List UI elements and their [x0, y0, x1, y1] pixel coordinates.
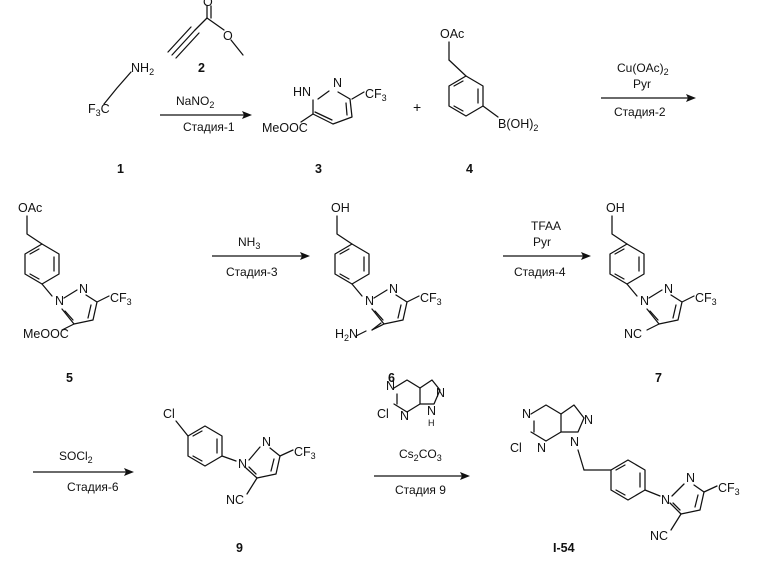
compound-7-structure: OH N N CF3 NC: [606, 201, 717, 341]
n2-label-5: N: [79, 282, 88, 296]
plus-sign: +: [413, 99, 421, 115]
step3-reagent: NH3: [238, 235, 260, 251]
meooc-label: MeOOC: [262, 121, 308, 135]
compound-label-5: 5: [66, 371, 73, 385]
reagent-cl: Cl: [377, 407, 389, 421]
n1-label-7: N: [640, 294, 649, 308]
step4-stage: Стадия-4: [514, 265, 566, 279]
i54-nc: NC: [650, 529, 668, 543]
compound-label-2: 2: [198, 61, 205, 75]
oh-label-7: OH: [606, 201, 625, 215]
cf3-label: CF3: [365, 87, 387, 103]
step2-stage: Стадия-2: [614, 105, 666, 119]
compound-3-structure: HN N CF3 MeOOC: [262, 76, 387, 135]
n1-label-6: N: [365, 294, 374, 308]
boronic-label: B(OH)2: [498, 117, 538, 133]
compound-label-1: 1: [117, 162, 124, 176]
cf3-label-5: CF3: [110, 291, 132, 307]
compound-label-4: 4: [466, 162, 473, 176]
i54-n1: N: [661, 493, 670, 507]
reagent-n-bottom: N: [427, 404, 436, 418]
compound-6-structure: OH N N CF3 H2N: [331, 201, 442, 343]
compound-label-9: 9: [236, 541, 243, 555]
n1-label-5: N: [55, 294, 64, 308]
compound-5-structure: OAc N N CF3 MeOOC: [18, 201, 132, 341]
compound-2-structure: O O: [168, 0, 243, 58]
step4-reagent-2: Pyr: [533, 235, 551, 249]
reagent-nh: H: [428, 418, 435, 428]
i54-cf3: CF3: [718, 481, 740, 497]
arrow-step-2: Cu(OAc)2 Pyr Стадия-2: [601, 61, 696, 119]
compound-9-structure: Cl N N CF3 NC: [163, 407, 316, 507]
cl-label-9: Cl: [163, 407, 175, 421]
cf3-label-6: CF3: [420, 291, 442, 307]
arrow-step-1: NaNO2 Стадия-1: [160, 94, 252, 134]
cf3-label-9: CF3: [294, 445, 316, 461]
compound-4-structure: OAc B(OH)2: [440, 27, 538, 133]
n-label: N: [333, 76, 342, 90]
compound-label-3: 3: [315, 162, 322, 176]
nh2-label: NH2: [131, 61, 154, 77]
n2-label-7: N: [664, 282, 673, 296]
reagent-n-top: N: [386, 379, 395, 393]
carbonyl-o: O: [203, 0, 213, 9]
arrow-step-6: N N N H N Cl Cs2CO3 Стадия 9: [374, 379, 470, 497]
compound-i54-structure: N N N N Cl N N CF3 NC: [510, 405, 740, 543]
compound-label-i54: I-54: [553, 541, 575, 555]
step6-stage: Стадия 9: [395, 483, 446, 497]
nc-label-7: NC: [624, 327, 642, 341]
arrow-step-4: TFAA Pyr Стадия-4: [503, 219, 591, 279]
step6-reagent: Cs2CO3: [399, 447, 442, 463]
nc-label-9: NC: [226, 493, 244, 507]
cf3-label-7: CF3: [695, 291, 717, 307]
i54-n-right: N: [584, 413, 593, 427]
arrow-step-5: SOCl2 Стадия-6: [33, 449, 134, 494]
step5-stage: Стадия-6: [67, 480, 119, 494]
arrow-step-3: NH3 Стадия-3: [212, 235, 310, 279]
reagent-n-bottom-left: N: [400, 409, 409, 423]
n2-label-6: N: [389, 282, 398, 296]
step1-stage: Стадия-1: [183, 120, 235, 134]
oac-label: OAc: [440, 27, 464, 41]
i54-n-bottom: N: [570, 435, 579, 449]
hn-label: HN: [293, 85, 311, 99]
step5-reagent: SOCl2: [59, 449, 93, 465]
h2noc-label-6: H2N: [335, 327, 358, 343]
oac-label-5: OAc: [18, 201, 42, 215]
reagent-n-right: N: [436, 386, 445, 400]
n1-label-9: N: [238, 457, 247, 471]
f3c-label: F3C: [88, 102, 110, 118]
step2-reagent-2: Pyr: [633, 77, 651, 91]
meooc-label-5: MeOOC: [23, 327, 69, 341]
step1-reagent: NaNO2: [176, 94, 214, 110]
step4-reagent-1: TFAA: [531, 219, 561, 233]
i54-n2: N: [686, 471, 695, 485]
oh-label-6: OH: [331, 201, 350, 215]
i54-cl: Cl: [510, 441, 522, 455]
compound-label-7: 7: [655, 371, 662, 385]
step3-stage: Стадия-3: [226, 265, 278, 279]
compound-1-structure: NH2 F3C: [88, 61, 154, 118]
step2-reagent-1: Cu(OAc)2: [617, 61, 669, 77]
n2-label-9: N: [262, 435, 271, 449]
i54-n-top: N: [522, 407, 531, 421]
i54-n-left: N: [537, 441, 546, 455]
